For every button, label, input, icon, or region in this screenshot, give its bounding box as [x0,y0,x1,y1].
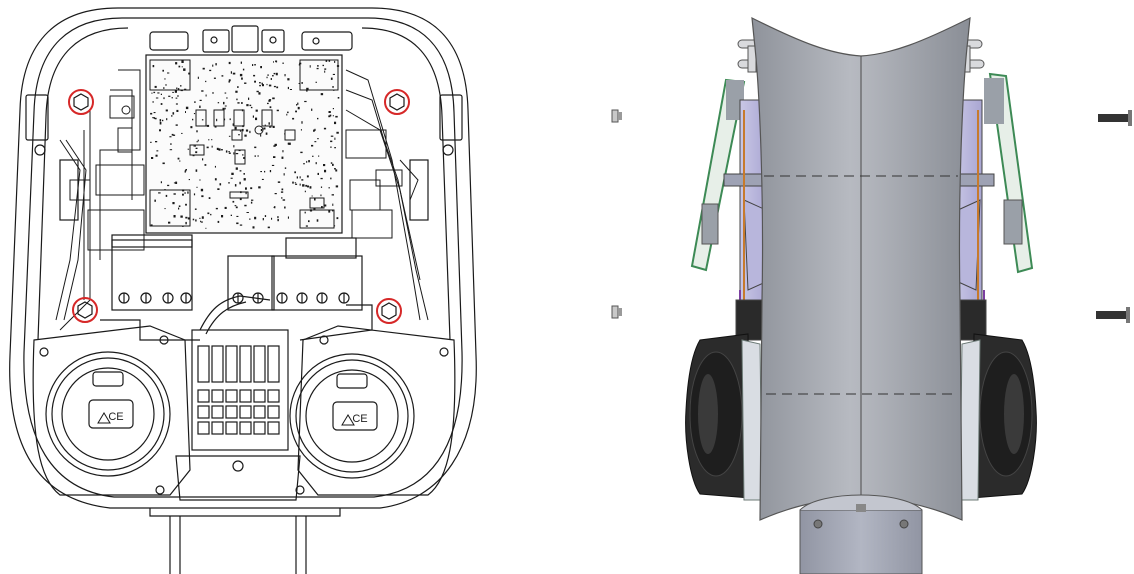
side-pcb-right [984,72,1034,274]
main-control-board [145,54,343,234]
post-screw-icon [899,519,909,529]
socket-side-right [959,333,1037,501]
circuit-breaker-row [111,234,363,311]
top-tab-right [301,31,353,51]
mounting-screws [68,89,410,324]
pcb-dot-pattern [150,60,340,229]
socket-left-mark: CE [108,411,123,423]
screw-top-left [68,89,94,115]
loose-screw-top-left [611,109,622,123]
side-pcb-left [690,78,746,272]
top-tab-left [149,31,189,51]
socket-side-left [685,333,763,501]
left-front-view [9,7,477,574]
left-wiring [55,69,145,331]
screw-top-right [384,89,410,115]
loose-bolt-bottom-right [1096,307,1130,323]
right-wiring [345,69,429,321]
socket-left [45,351,171,495]
loose-bolt-top-right [1098,110,1132,126]
socket-right [289,353,415,495]
right-side-view [611,16,1132,574]
enclosure-outer-shell [9,7,477,509]
enclosure-inner-shell [23,17,463,498]
terminal-block [175,295,301,501]
loose-screw-bottom-left [611,305,622,319]
post-screw-icon [813,519,823,529]
warning-triangle-icon [341,414,355,426]
socket-right-mark: CE [352,413,367,425]
screw-bottom-left [72,297,98,323]
screw-bottom-right [376,298,402,324]
warning-triangle-icon [97,412,111,424]
